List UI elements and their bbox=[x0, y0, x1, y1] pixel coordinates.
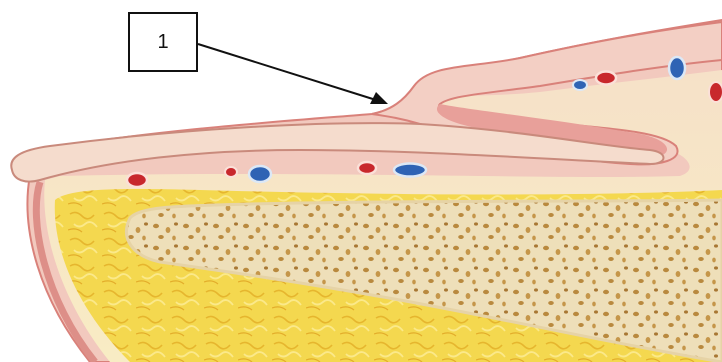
artery-vessel bbox=[127, 173, 147, 187]
artery-vessel bbox=[709, 82, 722, 102]
leader-line bbox=[198, 44, 376, 100]
callout-label-1-text: 1 bbox=[157, 31, 168, 54]
vein-vessel bbox=[249, 166, 271, 182]
vein-vessel bbox=[669, 57, 685, 79]
vein-vessel bbox=[573, 80, 587, 90]
artery-vessel bbox=[358, 162, 376, 174]
artery-vessel bbox=[225, 167, 237, 177]
vein-vessel bbox=[394, 164, 426, 177]
artery-vessel bbox=[596, 72, 616, 85]
callout-label-1: 1 bbox=[128, 12, 198, 72]
